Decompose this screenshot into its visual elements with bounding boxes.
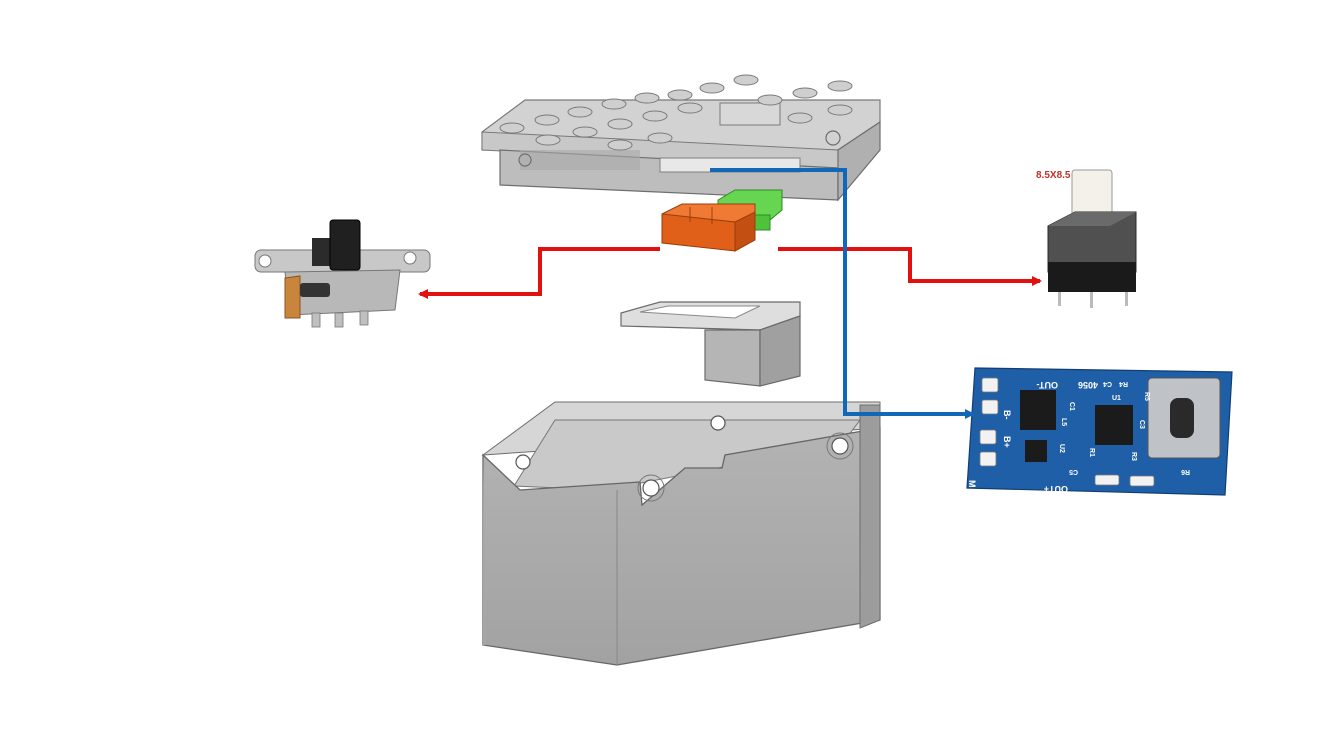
lid-studs xyxy=(499,74,853,151)
battery-enclosure xyxy=(481,401,881,666)
silk-r3: R3 xyxy=(1130,452,1137,461)
slide-switch-icon xyxy=(254,219,431,328)
silk-r5: R5 xyxy=(1143,392,1150,401)
silk-c1: C1 xyxy=(1068,402,1075,411)
silk-c3: C3 xyxy=(1138,420,1145,429)
chip-label: 4056 xyxy=(1078,380,1098,390)
silk-r1: R1 xyxy=(1088,448,1095,457)
pad-label-out-minus: OUT- xyxy=(1036,380,1058,390)
silk-c5: C5 xyxy=(1069,468,1078,475)
silk-l5: L5 xyxy=(1060,418,1067,426)
arrow-to-charger-module xyxy=(710,168,975,419)
button-size-label: 8.5X8.5 xyxy=(1036,170,1071,181)
top-lid xyxy=(481,74,881,202)
silk-u2: U2 xyxy=(1058,444,1065,453)
button-bracket xyxy=(620,301,801,387)
arrow-to-push-button xyxy=(778,247,1042,286)
charger-pads xyxy=(979,377,1155,487)
silk-c4: C4 xyxy=(1103,380,1112,387)
pad-label-b-minus: B- xyxy=(1002,410,1012,420)
pad-label-b-plus: B+ xyxy=(1002,436,1012,448)
corner-mark: M xyxy=(967,480,977,488)
charger-module-icon: B- B+ OUT- 4056 OUT+ M R4 C4 R5 C1 C3 R1… xyxy=(966,367,1233,496)
connector-orange xyxy=(661,203,756,252)
silk-u1: U1 xyxy=(1112,395,1121,402)
silk-r6: R6 xyxy=(1181,468,1190,475)
push-button-icon: 8.5X8.5 xyxy=(1036,169,1137,308)
silk-r4: R4 xyxy=(1119,380,1128,387)
pad-label-out-plus: OUT+ xyxy=(1044,484,1068,494)
arrow-to-slide-switch xyxy=(418,247,660,299)
